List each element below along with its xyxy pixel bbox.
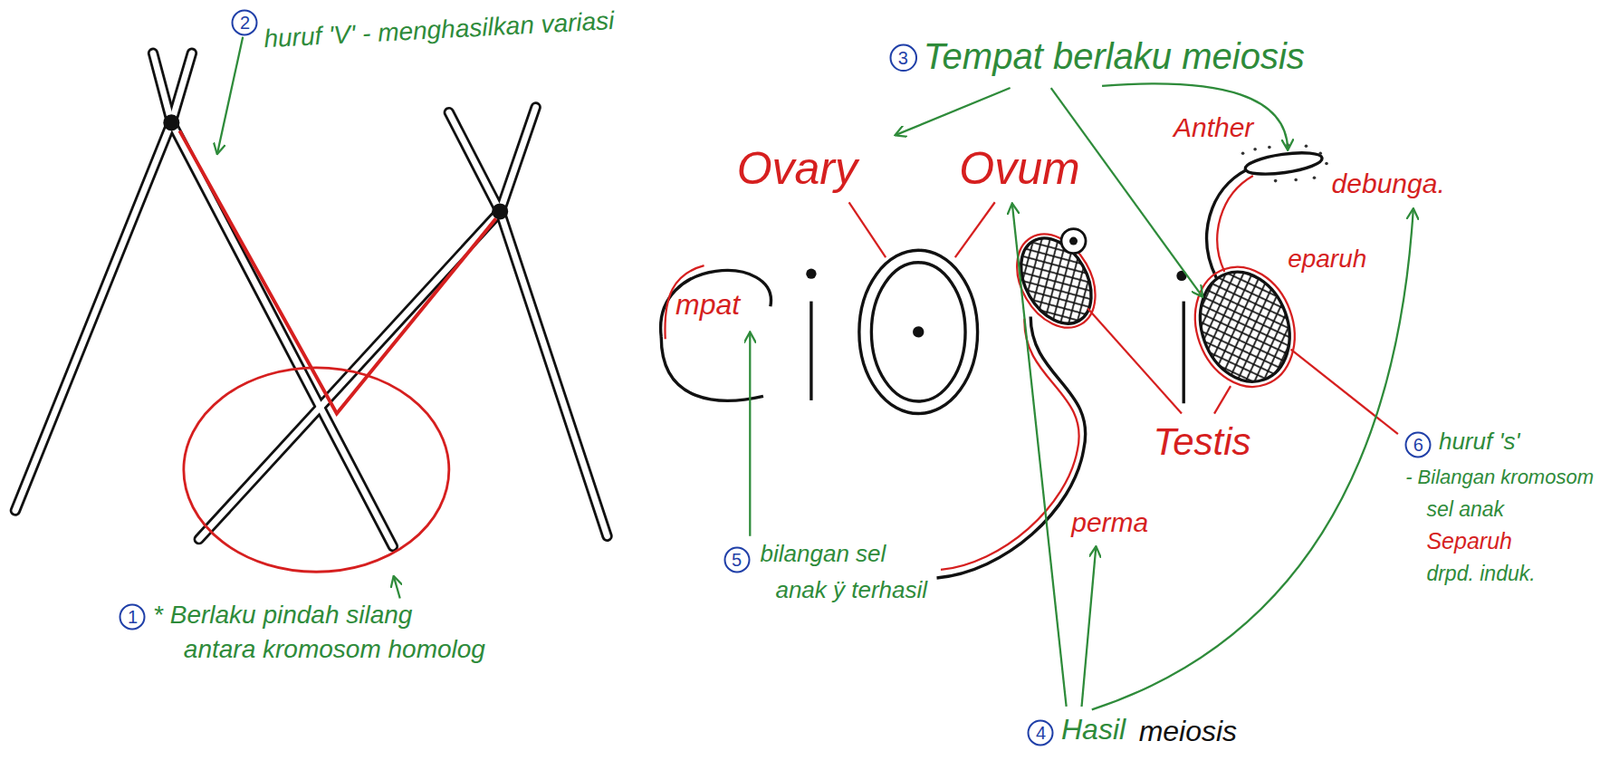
annotation-text: sel anak [1426, 497, 1505, 521]
letter-i [1176, 270, 1187, 403]
drawing-ellipse [1001, 220, 1112, 342]
callout-number: 4 [1026, 718, 1054, 747]
annotation-text: - Bilangan kromosom [1405, 465, 1594, 489]
drawing-circle [1293, 178, 1298, 183]
drawing-circle [914, 327, 923, 336]
callout-number: 2 [230, 9, 259, 37]
drawing-circle [1324, 162, 1329, 166]
drawing-line [1087, 307, 1182, 413]
annotation-text: * Berlaku pindah silang [153, 600, 412, 630]
drawing-line [217, 37, 243, 154]
part-label: Ovum [958, 143, 1080, 196]
drawing-path [449, 112, 608, 537]
callout-number: 3 [889, 43, 919, 73]
drawing-path [1216, 175, 1254, 272]
annotation-text: anak ÿ terhasil [775, 576, 928, 604]
drawing-path [940, 318, 1080, 570]
drawing-ellipse [1244, 148, 1324, 178]
drawing-ellipse [183, 367, 450, 572]
annotation-text: Tempat berlaku meiosis [923, 35, 1305, 77]
drawing-circle [1267, 145, 1272, 150]
drawing-circle [491, 202, 508, 220]
number-circle-outline [1406, 432, 1431, 458]
drawing-path [1207, 169, 1247, 278]
drawing-circle [1274, 179, 1278, 183]
annotation-text: huruf 'V' - menghasilkan variasi [262, 6, 614, 54]
drawing-path [1092, 209, 1414, 709]
drawing-circle [1304, 143, 1309, 148]
part-label: eparuh [1287, 244, 1367, 274]
drawing-line [1182, 301, 1186, 404]
drawing-line [1214, 385, 1231, 413]
drawing-circle [1061, 229, 1086, 254]
callout-number-text: 4 [1035, 723, 1046, 742]
number-circle-outline [890, 45, 917, 72]
drawing-line [895, 87, 1010, 135]
drawing-ellipse [871, 262, 966, 402]
drawing-path [15, 53, 192, 511]
drawing-g [15, 53, 608, 547]
chromosome-m [15, 53, 608, 572]
callout-number-text: 5 [731, 550, 742, 569]
drawing-line [1291, 349, 1399, 435]
leader-lines [849, 201, 1399, 434]
callout-number: 5 [723, 546, 751, 574]
annotation-text: antara kromosom homolog [183, 634, 486, 664]
drawing-path [661, 336, 764, 401]
number-circle-outline [232, 9, 258, 35]
drawing-circle [1069, 237, 1078, 246]
annotation-text: Hasil [1061, 712, 1126, 747]
drawing-line [1082, 546, 1097, 707]
drawing-ellipse [1178, 252, 1312, 401]
drawing-g [15, 53, 608, 547]
letter-o-ovum [859, 249, 978, 413]
part-label: mpat [675, 287, 740, 322]
drawing-line [955, 201, 996, 258]
drawing-circle [1241, 151, 1246, 155]
drawing-path [199, 106, 537, 539]
drawing-path [15, 53, 192, 511]
drawing-path [937, 316, 1086, 577]
letter-i [805, 268, 816, 401]
drawing-line [393, 576, 401, 599]
part-label: Testis [1152, 420, 1251, 464]
drawing-circle [805, 268, 816, 279]
drawing-line [809, 301, 813, 401]
callout-number-text: 6 [1413, 435, 1424, 454]
drawing-circle [162, 114, 180, 131]
part-label: Ovary [737, 143, 858, 196]
annotation-text: Separuh [1426, 527, 1513, 555]
part-label: debunga. [1331, 168, 1446, 201]
drawing-path [449, 112, 608, 537]
drawing-ellipse [1185, 258, 1304, 394]
part-label: Anther [1173, 112, 1254, 144]
letter-e [661, 265, 772, 401]
drawing-ellipse [859, 249, 978, 413]
callout-number-text: 1 [127, 607, 138, 626]
drawing-path [179, 130, 496, 413]
drawing-line [1012, 204, 1067, 707]
number-circle-outline [120, 603, 145, 629]
drawing-circle [1253, 147, 1257, 152]
drawing-path [1101, 83, 1288, 149]
number-circle-outline [724, 546, 749, 572]
drawing-circle [1312, 175, 1317, 180]
callout-number: 6 [1404, 431, 1432, 459]
part-label: perma [1071, 507, 1149, 539]
number-circle-outline [1028, 720, 1054, 746]
drawing-line [748, 333, 751, 537]
drawing-g [1241, 143, 1329, 183]
drawing-line [849, 201, 887, 258]
annotation-text: bilangan sel [760, 540, 887, 568]
annotation-text: drpd. induk. [1426, 561, 1535, 585]
drawing-circle [1318, 151, 1323, 155]
annotation-text: meiosis [1139, 714, 1237, 748]
callout-number: 1 [118, 603, 146, 631]
annotation-text: huruf 's' [1438, 428, 1520, 456]
callout-number-text: 3 [898, 48, 909, 68]
callout-number-text: 2 [239, 13, 250, 32]
